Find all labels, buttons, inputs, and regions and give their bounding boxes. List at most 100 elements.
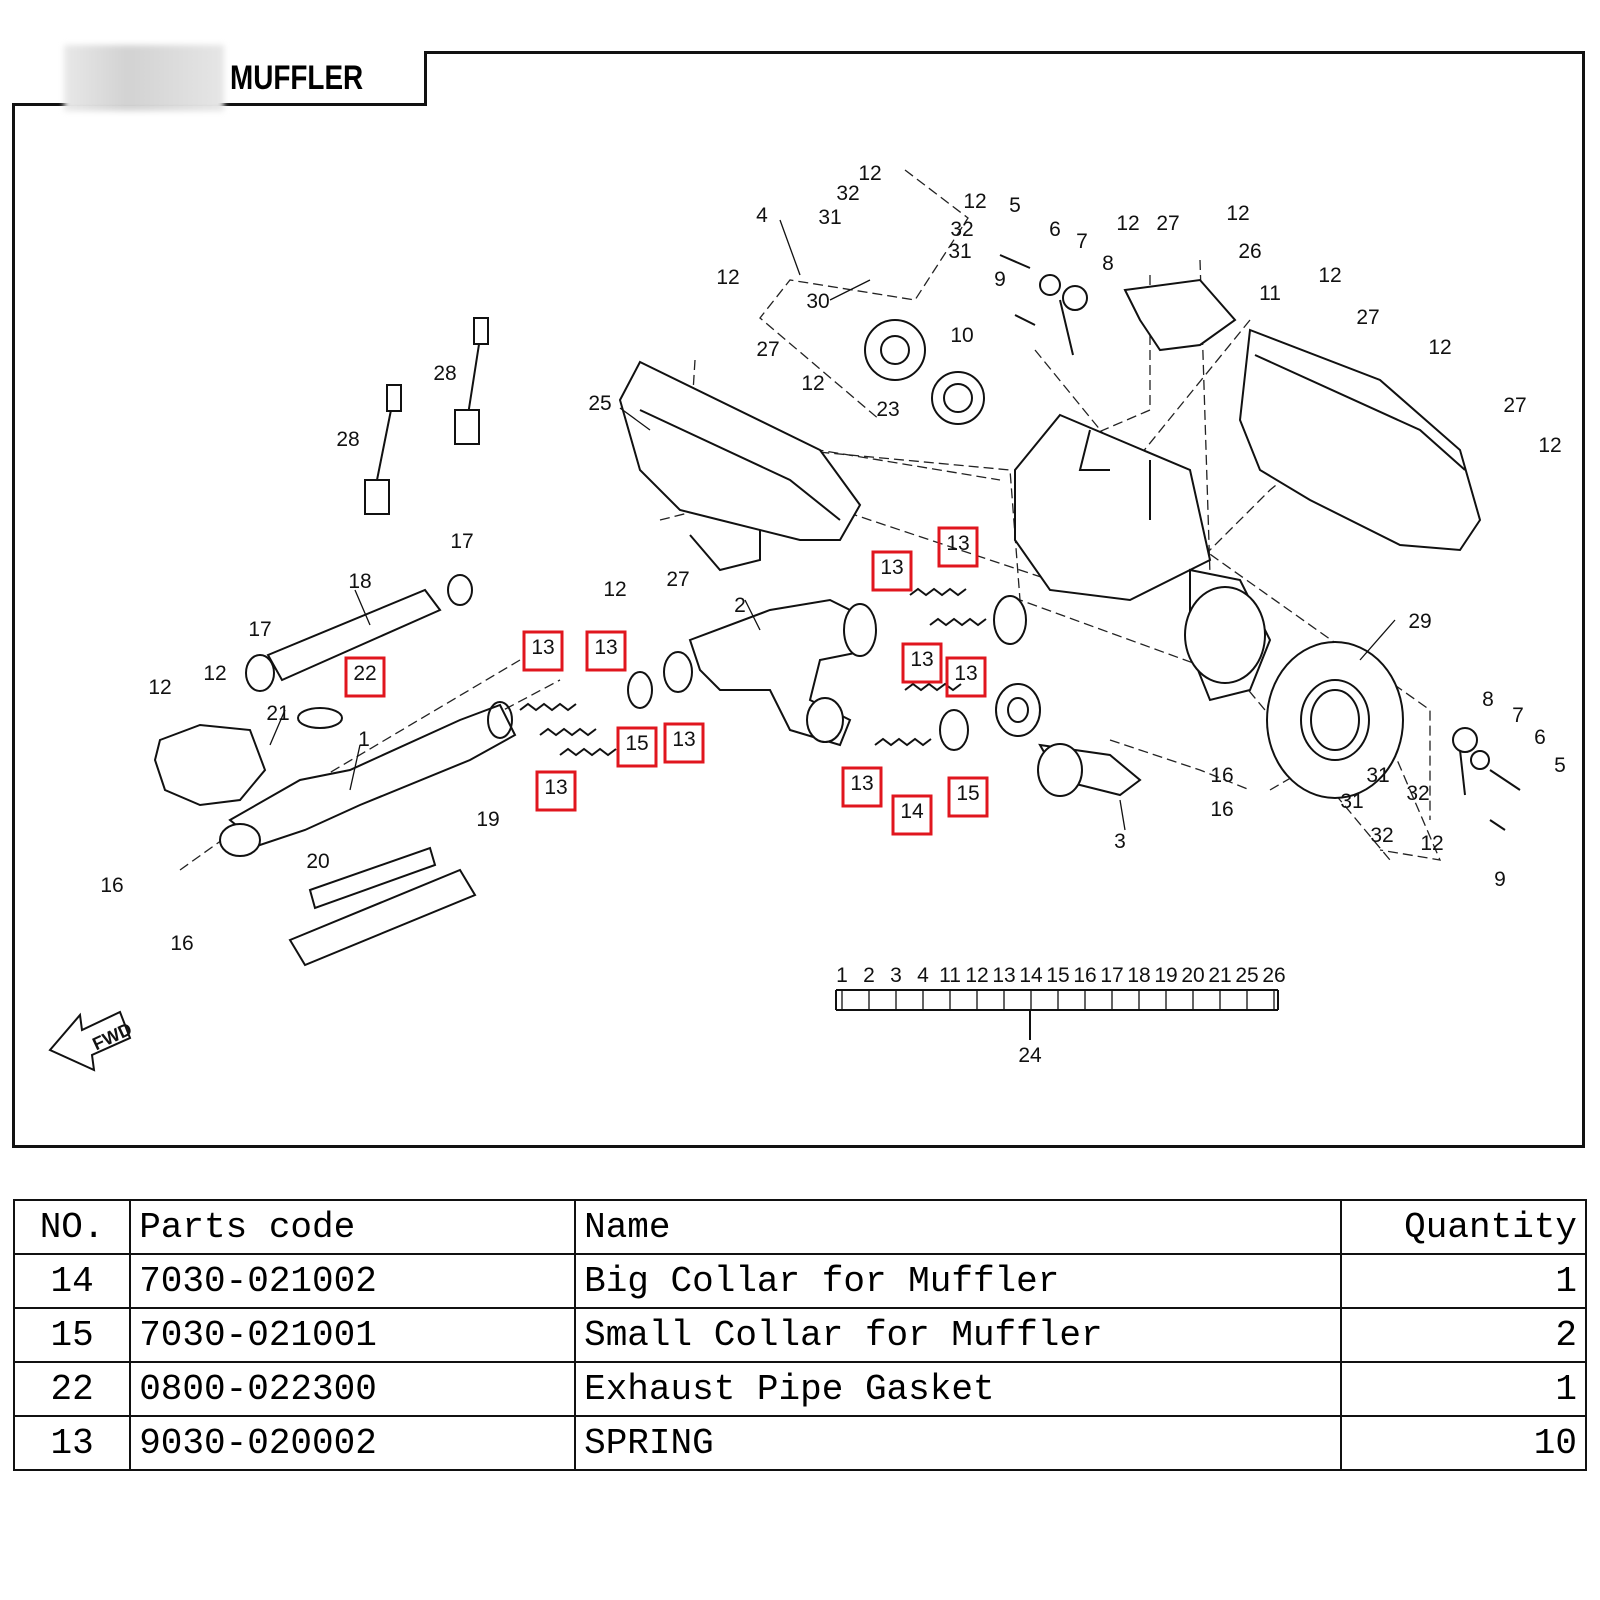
part-code-cell: 7030-021002 (129, 1253, 577, 1309)
callout-number: 29 (1408, 610, 1431, 633)
part-code-cell: 0800-022300 (129, 1361, 577, 1417)
parts-table: NO. Parts code Name Quantity 14 7030-021… (12, 1199, 1588, 1471)
callout-highlight-box (901, 642, 943, 684)
kit-item-label: 25 (1235, 964, 1258, 987)
quantity-cell: 1 (1339, 1253, 1588, 1309)
leader-lines (269, 219, 1396, 831)
table-row: 15 7030-021001 Small Collar for Muffler … (12, 1307, 1588, 1363)
callout-number: 16 (170, 932, 193, 955)
callout-number: 16 (1210, 798, 1233, 821)
callout-number: 31 (818, 206, 841, 229)
blurred-title-text (64, 45, 224, 111)
callout-number: 26 (1238, 240, 1261, 263)
callout-number: 25 (588, 392, 611, 415)
gasket-22 (297, 707, 343, 729)
kit-number-label: 24 (1018, 1044, 1042, 1067)
callout-number: 16 (1210, 764, 1233, 787)
callout-number: 1 (358, 728, 370, 751)
kit-item-label: 16 (1073, 964, 1096, 987)
callout-highlight-box (585, 630, 627, 672)
callout-number-highlighted: 13 (954, 662, 977, 685)
callout-highlight-box (535, 770, 577, 812)
callout-highlight-box (522, 630, 564, 672)
kit-item-label: 11 (939, 964, 961, 987)
insulation-tube-19 (288, 868, 477, 967)
kit-item-label: 12 (965, 964, 988, 987)
small-shield (1123, 278, 1237, 352)
callout-number-highlighted: 13 (544, 776, 567, 799)
mount-hardware (999, 254, 1521, 831)
callout-number: 8 (1482, 688, 1494, 711)
table-row: 14 7030-021002 Big Collar for Muffler 1 (12, 1253, 1588, 1309)
kit-item-label: 14 (1019, 964, 1043, 987)
callout-number-highlighted: 22 (353, 662, 376, 685)
callout-highlight-box (945, 656, 987, 698)
callout-number: 17 (450, 530, 473, 553)
callout-number: 32 (1370, 824, 1393, 847)
callout-number: 32 (836, 182, 859, 205)
muffler-body (1014, 413, 1212, 602)
callout-number: 5 (1554, 754, 1566, 777)
part-name-cell: Small Collar for Muffler (574, 1307, 1342, 1363)
part-number-cell: 15 (12, 1307, 132, 1363)
callout-number: 27 (1156, 212, 1179, 235)
column-header-quantity: Quantity (1339, 1199, 1588, 1255)
part-number-cell: 13 (12, 1415, 132, 1471)
callout-number-highlighted: 13 (594, 636, 617, 659)
small-collar (939, 709, 969, 751)
part-name-cell: Big Collar for Muffler (574, 1253, 1342, 1309)
kit-item-label: 13 (992, 964, 1015, 987)
callout-number: 28 (433, 362, 456, 385)
callout-number-highlighted: 14 (900, 800, 924, 823)
callout-highlight-box (871, 550, 913, 592)
callout-number: 17 (248, 618, 271, 641)
part-number-cell: 22 (12, 1361, 132, 1417)
o2-sensors (364, 317, 489, 515)
kit-item-label: 2 (863, 964, 875, 987)
heat-shield-right (1238, 328, 1482, 552)
callout-number-highlighted: 15 (956, 782, 979, 805)
exhaust-pipe-front (228, 703, 517, 847)
kit-bracket (835, 989, 1279, 1040)
kit-item-label: 19 (1154, 964, 1177, 987)
callout-highlight-box (663, 722, 705, 764)
page-title: MUFFLER (230, 59, 364, 97)
callout-number: 18 (348, 570, 371, 593)
callout-number: 12 (148, 676, 171, 699)
title-box: MUFFLER (12, 45, 427, 111)
flange-23 (864, 319, 926, 381)
kit-item-label: 21 (1208, 964, 1231, 987)
callout-number: 8 (1102, 252, 1114, 275)
callout-number: 27 (1356, 306, 1379, 329)
callout-number: 12 (963, 190, 986, 213)
callout-number: 4 (756, 204, 768, 227)
callout-number-highlighted: 13 (531, 636, 554, 659)
callout-number: 7 (1512, 704, 1524, 727)
callout-number: 12 (801, 372, 824, 395)
springs (519, 587, 987, 757)
callout-highlight-box (841, 766, 883, 808)
callout-number: 6 (1534, 726, 1546, 749)
callout-number: 10 (950, 324, 973, 347)
kit-item-label: 20 (1181, 964, 1204, 987)
callout-number: 5 (1009, 194, 1021, 217)
callout-number: 27 (666, 568, 689, 591)
callout-number: 12 (1538, 434, 1561, 457)
forward-direction-arrow: FWD (48, 1010, 135, 1072)
table-header-row: NO. Parts code Name Quantity (12, 1199, 1588, 1255)
callout-highlight-box (937, 526, 979, 568)
part-name-cell: SPRING (574, 1415, 1342, 1471)
kit-item-label: 18 (1127, 964, 1150, 987)
kit-item-label: 26 (1262, 964, 1285, 987)
callout-number: 20 (306, 850, 329, 873)
callout-number: 12 (1428, 336, 1451, 359)
heat-wrap-20 (308, 846, 437, 910)
callout-number: 30 (806, 290, 829, 313)
column-header-code: Parts code (129, 1199, 577, 1255)
table-row: 13 9030-020002 SPRING 10 (12, 1415, 1588, 1471)
callout-number: 12 (603, 578, 626, 601)
callout-number: 3 (1114, 830, 1126, 853)
